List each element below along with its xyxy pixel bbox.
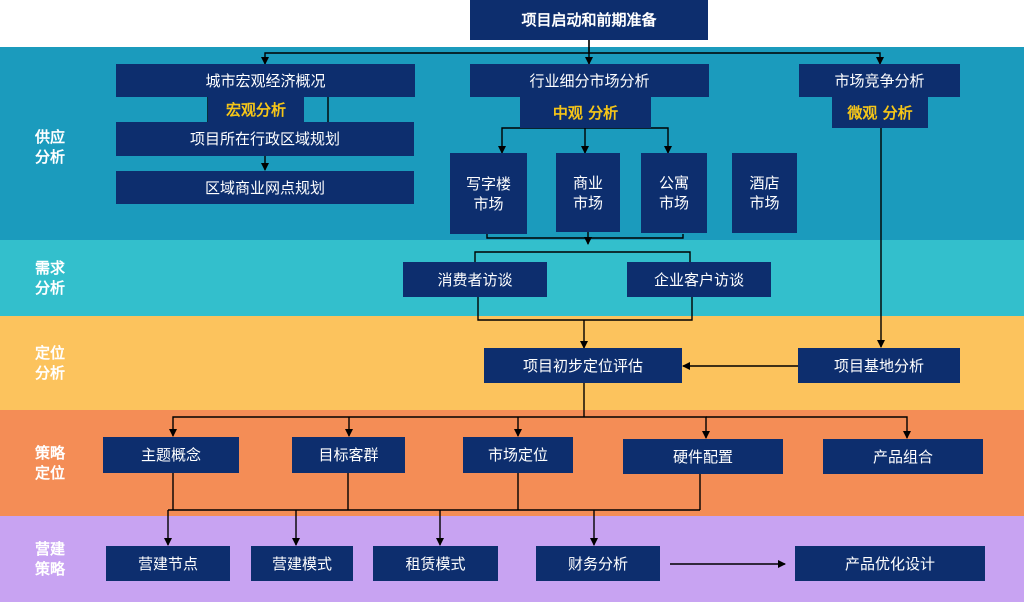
link-strategy-mix	[706, 416, 911, 439]
commerce-market-box: 商业 市场	[556, 153, 620, 232]
link-markets-converge	[486, 234, 684, 239]
band-label-position: 定位 分析	[34, 344, 65, 382]
micro-analysis-label: 微观 分析	[832, 97, 928, 128]
hardware-config-box: 硬件配置	[623, 439, 783, 474]
initial-positioning-box: 项目初步定位评估	[484, 348, 682, 383]
site-analysis-box: 项目基地分析	[798, 348, 960, 383]
link-fork-interviews	[474, 251, 691, 262]
retail-plan-box: 区域商业网点规划	[116, 171, 414, 204]
product-mix-box: 产品组合	[823, 439, 983, 474]
band-label-supply: 供应 分析	[34, 128, 65, 166]
industry-market-box: 行业细分市场分析	[470, 64, 709, 97]
link-start-competition	[589, 52, 884, 65]
macro-economy-box: 城市宏观经济概况	[116, 64, 415, 97]
product-optimization-box: 产品优化设计	[795, 546, 985, 581]
link-interviews-merge	[477, 297, 693, 321]
construction-mode-box: 营建模式	[251, 546, 353, 581]
link-start-macro	[261, 40, 590, 65]
link-strategy-hardware	[584, 416, 710, 439]
apartment-market-box: 公寓 市场	[641, 153, 707, 233]
macro-analysis-label: 宏观分析	[208, 97, 304, 122]
district-plan-box: 项目所在行政区域规划	[116, 122, 414, 156]
theme-concept-box: 主题概念	[103, 437, 239, 473]
link-strategy-merge-drops	[172, 473, 701, 510]
hotel-market-box: 酒店 市场	[732, 153, 797, 233]
link-strategy-theme	[169, 416, 584, 437]
consumer-interview-box: 消费者访谈	[403, 262, 547, 297]
construction-nodes-box: 营建节点	[106, 546, 230, 581]
office-market-box: 写字楼 市场	[450, 153, 527, 234]
lease-mode-box: 租赁模式	[373, 546, 498, 581]
link-meso-fan	[498, 127, 585, 154]
meso-analysis-label: 中观 分析	[520, 97, 651, 128]
project-start-box: 项目启动和前期准备	[470, 0, 708, 40]
enterprise-interview-box: 企业客户访谈	[627, 262, 771, 297]
band-label-build: 营建 策略	[34, 540, 65, 578]
financial-analysis-box: 财务分析	[536, 546, 660, 581]
link-meso-apartment	[585, 127, 672, 154]
target-customer-box: 目标客群	[292, 437, 405, 473]
competition-analysis-box: 市场竞争分析	[799, 64, 960, 97]
band-label-demand: 需求 分析	[34, 259, 65, 297]
band-label-strategy: 策略 定位	[34, 444, 65, 482]
market-positioning-box: 市场定位	[463, 437, 573, 473]
